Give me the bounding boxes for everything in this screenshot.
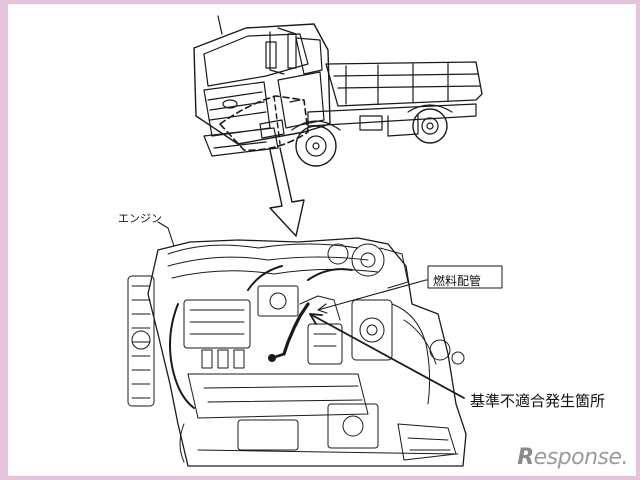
engine-illustration: [127, 237, 467, 467]
truck-illustration: [193, 15, 483, 167]
watermark-initial: R: [517, 445, 534, 470]
diagram-canvas: エンジン 燃料配管 基準不適合発生箇所 Response.: [8, 4, 636, 476]
defect-location-label: 基準不適合発生箇所: [470, 392, 606, 410]
engine-label: エンジン: [118, 212, 162, 225]
fuel-pipe-label-box: [427, 265, 503, 289]
pointer-arrow: [269, 147, 305, 237]
leader-lines: [157, 221, 465, 399]
response-watermark: Response.: [517, 445, 628, 470]
diagram-svg: [127, 15, 503, 467]
watermark-text: esponse.: [533, 445, 629, 470]
fuel-pipe-label: 燃料配管: [433, 274, 482, 288]
